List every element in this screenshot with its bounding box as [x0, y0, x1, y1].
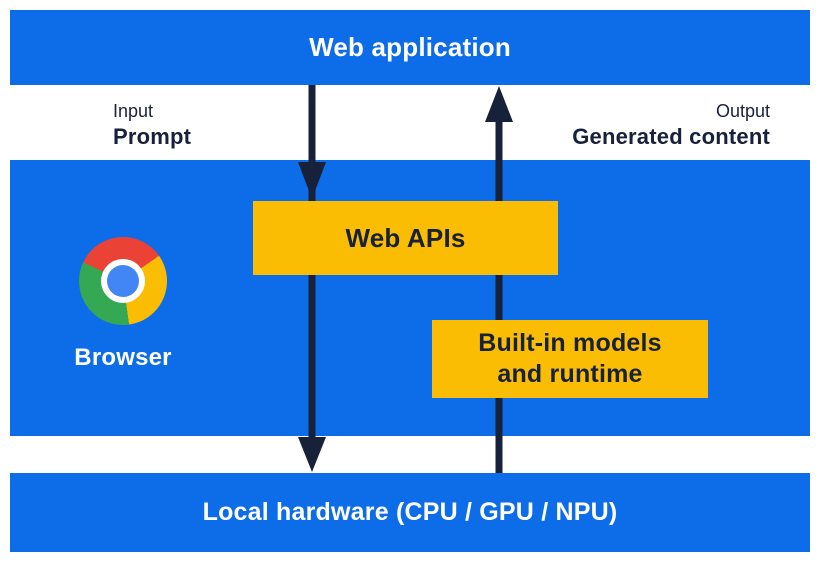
- output-caption: Output: [715, 101, 770, 121]
- chrome-logo-center: [107, 265, 139, 297]
- web-application-label: Web application: [309, 32, 511, 62]
- web-application-bar: Web application: [10, 10, 810, 85]
- browser-label: Browser: [74, 344, 172, 371]
- output-label: Generated content: [572, 124, 770, 149]
- local-hardware-bar: Local hardware (CPU / GPU / NPU): [10, 473, 810, 552]
- input-labels: Input Prompt: [113, 99, 191, 151]
- builtin-models-box: Built-in models and runtime: [432, 320, 708, 398]
- web-apis-box: Web APIs: [253, 201, 558, 275]
- chrome-logo-icon: [79, 237, 167, 325]
- input-caption: Input: [113, 101, 154, 121]
- builtin-models-label-line2: and runtime: [497, 360, 643, 388]
- web-apis-label: Web APIs: [345, 222, 466, 253]
- input-label: Prompt: [113, 124, 192, 149]
- local-hardware-label: Local hardware (CPU / GPU / NPU): [202, 498, 618, 526]
- builtin-models-label-line1: Built-in models: [478, 329, 662, 357]
- output-labels: Output Generated content: [572, 99, 770, 151]
